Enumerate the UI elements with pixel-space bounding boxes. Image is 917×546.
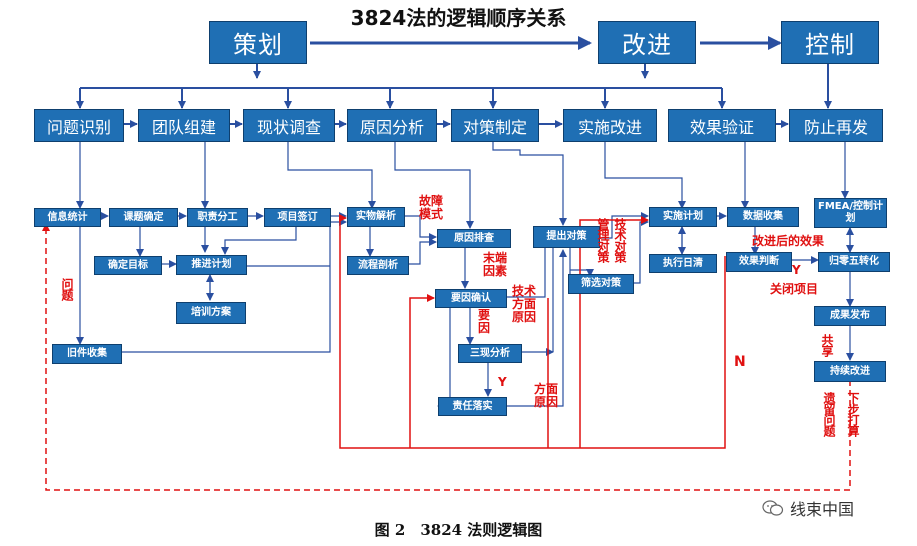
task-responsibility: 责任落实 (438, 397, 507, 416)
label-mgmt-cause: 方面原因 (534, 382, 559, 409)
task-physical-analysis: 实物解析 (347, 207, 405, 227)
label-n: N (734, 354, 746, 370)
step-problem-identification: 问题识别 (34, 109, 124, 142)
step-cause-analysis: 原因分析 (347, 109, 437, 142)
label-tech-cause: 技术方面原因 (512, 284, 537, 324)
label-close-project: 关闭项目 (770, 282, 819, 296)
label-mgmt-measure: 管理对策 (596, 218, 610, 262)
label-key-cause: 要因 (478, 308, 491, 335)
task-topic-confirm: 课题确定 (109, 208, 178, 227)
label-after-effect: 改进后的效果 (752, 234, 825, 248)
step-team-building: 团队组建 (138, 109, 230, 142)
task-training-plan: 培训方案 (176, 302, 246, 324)
phase-control-box: 控制 (781, 21, 879, 64)
label-share: 共享 (820, 334, 834, 356)
page-title: 3824法的逻辑顺序关系 (350, 6, 567, 30)
watermark: 线束中国 (762, 496, 854, 520)
wechat-icon (762, 499, 784, 517)
label-tech-measure: 技术对策 (613, 218, 627, 262)
task-process-analysis: 流程剖析 (347, 256, 409, 275)
label-y-1: Y (498, 375, 507, 389)
task-result-release: 成果发布 (814, 306, 886, 326)
label-problem: 问题 (60, 278, 74, 300)
step-verify-effect: 效果验证 (668, 109, 776, 142)
step-status-survey: 现状调查 (243, 109, 335, 142)
task-cause-confirm: 要因确认 (435, 289, 507, 308)
label-end-cause: 末端因素 (483, 251, 508, 278)
phase-plan-box: 策划 (209, 21, 307, 64)
task-project-sign: 项目签订 (264, 208, 331, 227)
label-y-2: Y (792, 263, 801, 277)
step-prevent-recurrence: 防止再发 (789, 109, 883, 142)
task-three-analysis: 三现分析 (458, 344, 522, 363)
task-fmea-plan: FMEA/控制计划 (814, 198, 887, 228)
task-progress-plan: 推进计划 (176, 255, 247, 275)
watermark-text: 线束中国 (790, 500, 855, 519)
label-next-plan: 下步打算 (846, 392, 860, 436)
task-duty-split: 职责分工 (187, 208, 248, 227)
task-info-stats: 信息统计 (34, 208, 101, 227)
task-data-collect: 数据收集 (727, 207, 799, 227)
label-leftover: 遗留问题 (822, 392, 836, 436)
step-countermeasure: 对策制定 (451, 109, 539, 142)
label-failure-mode: 故障模式 (419, 194, 444, 221)
task-zero-defect: 归零五转化 (818, 252, 890, 272)
task-filter-measure: 筛选对策 (568, 274, 634, 294)
task-propose-measure: 提出对策 (533, 226, 600, 248)
task-old-parts: 旧件收集 (52, 344, 122, 364)
task-confirm-goal: 确定目标 (94, 256, 162, 275)
figure-caption: 图 2 3824 法则逻辑图 (374, 521, 543, 539)
task-exec-track: 执行日清 (649, 254, 717, 273)
task-continuous: 持续改进 (814, 361, 886, 382)
task-cause-check: 原因排查 (437, 229, 511, 248)
phase-improve-box: 改进 (598, 21, 696, 64)
task-effect-judge: 效果判断 (726, 252, 792, 272)
step-implement: 实施改进 (563, 109, 657, 142)
task-impl-plan: 实施计划 (649, 207, 717, 227)
